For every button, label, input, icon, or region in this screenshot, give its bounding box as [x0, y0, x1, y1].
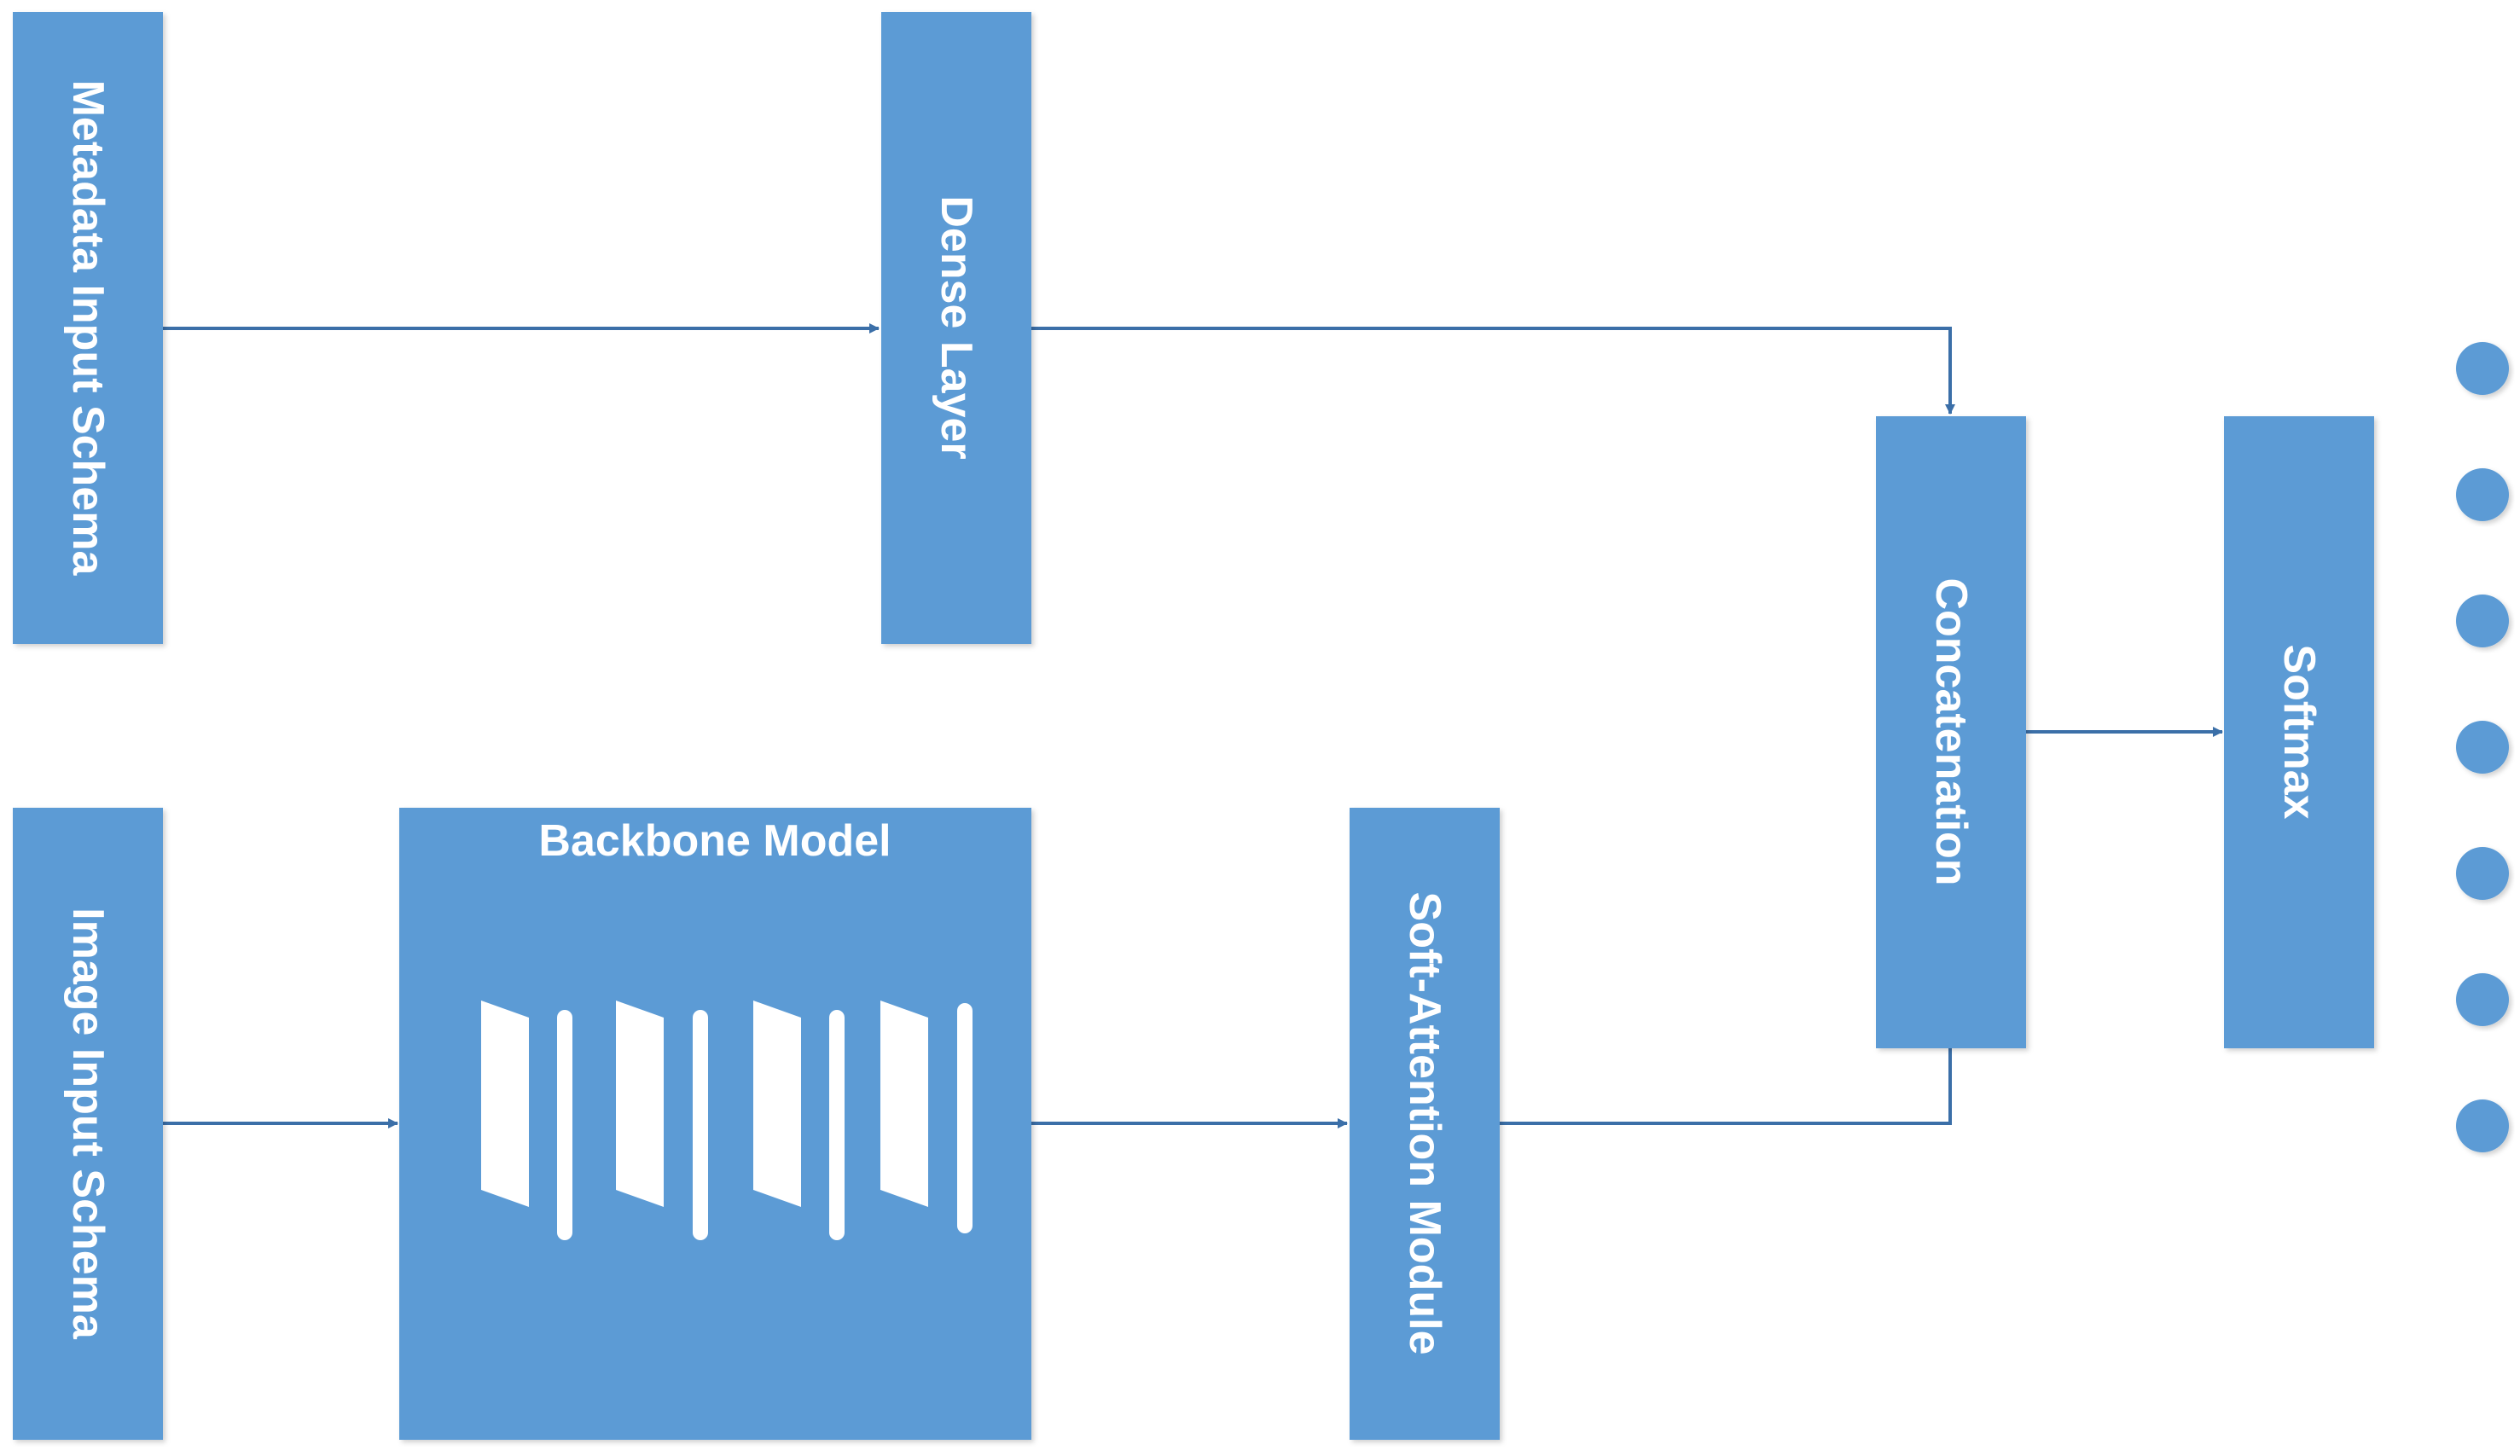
output-nodes: [2456, 342, 2509, 1152]
edge-dense-to-concatenation: [1030, 327, 1955, 415]
output-node: [2456, 595, 2509, 647]
output-node: [2456, 1099, 2509, 1152]
dense-layer-node: Dense Layer: [881, 12, 1031, 644]
feature-map-shape: [753, 1001, 801, 1207]
feature-map-shape: [481, 1001, 529, 1207]
softmax-node: Softmax: [2224, 416, 2374, 1048]
concatenation-node: Concatenation: [1876, 416, 2026, 1048]
output-node: [2456, 468, 2509, 521]
concatenation-label: Concatenation: [1926, 577, 1976, 885]
dense-layer-label: Dense Layer: [932, 195, 981, 459]
softmax-label: Softmax: [2274, 644, 2324, 819]
feature-map-shape: [616, 1001, 664, 1207]
output-node: [2456, 721, 2509, 774]
soft-attention-label: Soft-Attention Module: [1400, 892, 1449, 1355]
network-layers-icon: [481, 1001, 973, 1240]
image-input-node: Image Input Schema: [13, 808, 163, 1440]
output-node: [2456, 342, 2509, 395]
metadata-input-label: Metadata Input Schema: [63, 80, 113, 577]
backbone-model-label: Backbone Model: [538, 816, 891, 866]
soft-attention-node: Soft-Attention Module: [1350, 808, 1500, 1440]
feature-map-shape: [880, 1001, 928, 1207]
backbone-model-node: Backbone Model: [399, 808, 1031, 1440]
edges: [163, 323, 2223, 1128]
output-node: [2456, 847, 2509, 900]
image-input-label: Image Input Schema: [63, 908, 113, 1340]
output-node: [2456, 973, 2509, 1026]
metadata-input-node: Metadata Input Schema: [13, 12, 163, 644]
